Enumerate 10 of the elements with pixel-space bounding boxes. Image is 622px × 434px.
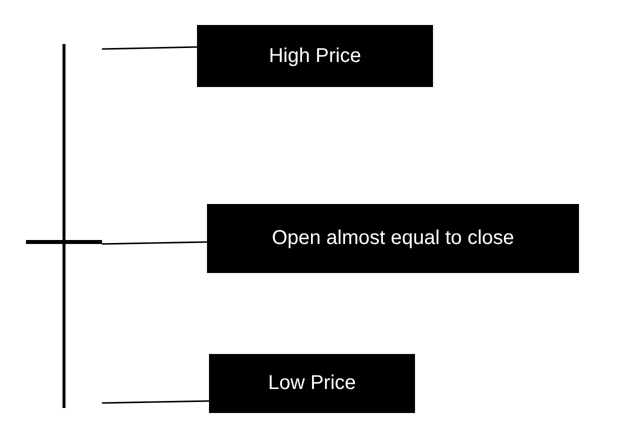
label-box bbox=[197, 25, 433, 87]
leader-line bbox=[102, 241, 208, 245]
label-text: Open almost equal to close bbox=[272, 227, 514, 250]
label-text: Low Price bbox=[268, 372, 356, 395]
leader-line bbox=[102, 46, 198, 50]
label-box bbox=[207, 204, 579, 273]
leader-line bbox=[102, 400, 210, 404]
candlestick-drawing bbox=[26, 44, 102, 408]
label-box bbox=[209, 354, 415, 413]
label-text: High Price bbox=[268, 44, 362, 68]
